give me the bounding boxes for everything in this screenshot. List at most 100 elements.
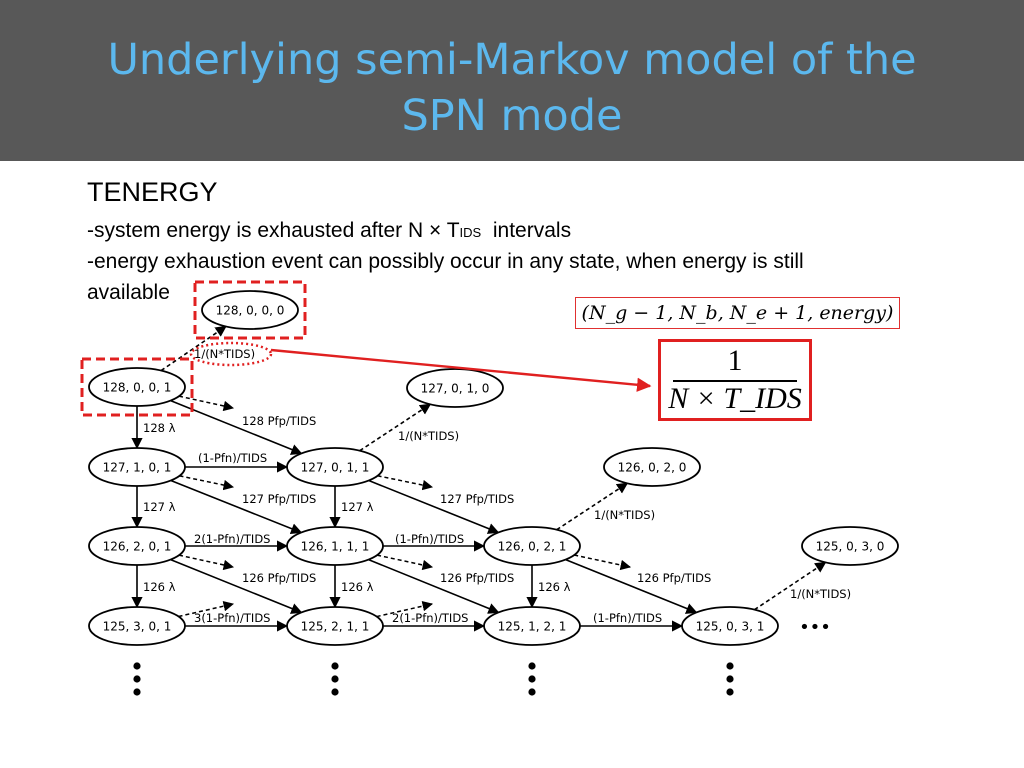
stub-125211 [376,600,434,618]
label-lambda-127-col1: 127 λ [143,500,176,514]
rate-fraction-box: 1 N × T_IDS [658,339,812,421]
stub-128001 [178,395,235,412]
slide-title-line-1: Underlying semi-Markov model of the [107,35,917,85]
label-pfp-127-col1: 127 Pfp/TIDS [242,492,316,506]
state-node-126-0-2-0: 126, 0, 2, 0 [603,447,701,487]
state-label: 125, 0, 3, 1 [696,620,765,634]
label-pfp-126-col2: 126 Pfp/TIDS [440,571,514,585]
state-ellipse [406,368,504,408]
transition-edges [131,325,827,632]
edge-pfp-126-col3 [565,558,698,614]
more-states-dot [528,662,536,670]
state-label: 126, 0, 2, 0 [618,461,687,475]
state-node-127-0-1-0: 127, 0, 1, 0 [406,368,504,408]
state-ellipse [286,526,384,566]
state-node-125-3-0-1: 125, 3, 0, 1 [88,606,186,646]
edge-pfp-127-col1 [170,479,303,534]
label-pfn3-125: 3(1-Pfn)/TIDS [194,611,270,625]
horizontal-ellipsis: ••• [799,617,831,638]
state-formula-box: (N_g − 1, N_b, N_e + 1, energy) [575,297,900,329]
edge-128001-to-128000 [160,325,227,372]
state-label: 127, 0, 1, 1 [301,461,370,475]
state-node-125-2-1-1: 125, 2, 1, 1 [286,606,384,646]
state-label: 125, 3, 0, 1 [103,620,172,634]
label-lambda-126-col1: 126 λ [143,580,176,594]
state-ellipse [201,290,299,330]
more-states-dot [331,688,339,696]
stub-125301 [178,600,235,618]
bullet-1-suffix: intervals [492,219,572,242]
more-states-dot [331,675,339,683]
bullet-exhaustion-event-cont: available [87,281,170,304]
state-ellipse [88,606,186,646]
stub-127011 [377,475,434,491]
state-node-126-0-2-1: 126, 0, 2, 1 [483,526,581,566]
label-pfp-127-col2: 127 Pfp/TIDS [440,492,514,506]
state-label: 127, 0, 1, 0 [421,382,490,396]
label-pfn2-125: 2(1-Pfn)/TIDS [392,611,468,625]
stub-127101 [179,475,235,491]
pointer-arrow [270,348,652,392]
edge-pfp-126-col2 [368,558,500,614]
slide-title: Underlying semi-Markov model of the SPN … [0,32,1024,144]
highlight-rate-ellipse [189,341,273,367]
transition-labels: 1/(N*TIDS)1/(N*TIDS)1/(N*TIDS)1/(N*TIDS)… [143,347,851,625]
diagram-extras: ••• [133,341,831,696]
bullet-energy-exhausted: -system energy is exhausted after N × TI… [87,219,571,243]
edge-pfp-127-col2 [368,479,500,534]
state-label: 126, 2, 0, 1 [103,540,172,554]
label-pfn-127: (1-Pfn)/TIDS [198,451,267,465]
state-ellipse [681,606,779,646]
more-states-dot [133,662,141,670]
slide-title-line-2: SPN mode [401,91,623,141]
state-ellipse [286,447,384,487]
more-states-dot [331,662,339,670]
state-node-127-1-0-1: 127, 1, 0, 1 [88,447,186,487]
label-pfp-126-col1: 126 Pfp/TIDS [242,571,316,585]
state-node-126-2-0-1: 126, 2, 0, 1 [88,526,186,566]
more-states-dot [133,688,141,696]
state-label: 126, 0, 2, 1 [498,540,567,554]
edge-125031-to-125030 [754,561,827,611]
more-states-dot [726,688,734,696]
label-pfp-126-col3: 126 Pfp/TIDS [637,571,711,585]
state-label: 127, 1, 0, 1 [103,461,172,475]
state-ellipse [801,526,899,566]
state-node-128-0-0-0: 128, 0, 0, 0 [193,280,307,340]
state-label: 128, 0, 0, 0 [216,304,285,318]
state-label: 128, 0, 0, 1 [103,381,172,395]
bullet-exhaustion-event: -energy exhaustion event can possibly oc… [87,250,804,273]
stub-126201 [178,554,235,571]
fraction-denominator: N × T_IDS [668,382,802,415]
state-ellipse [603,447,701,487]
state-node-125-0-3-0: 125, 0, 3, 0 [801,526,899,566]
state-node-125-1-2-1: 125, 1, 2, 1 [483,606,581,646]
more-states-dot [133,675,141,683]
state-label: 125, 2, 1, 1 [301,620,370,634]
label-inv-ntids-3: 1/(N*TIDS) [594,508,655,522]
title-bar: Underlying semi-Markov model of the SPN … [0,0,1024,161]
edge-126021-to-126020 [556,482,629,531]
label-lambda-126-col3: 126 λ [538,580,571,594]
stub-126021 [574,554,632,571]
state-nodes: 128, 0, 0, 0 128, 0, 0, 1 127, 0, 1, 0 127,… [80,280,899,646]
state-node-128-0-0-1: 128, 0, 0, 1 [80,357,194,417]
label-pfn-126: (1-Pfn)/TIDS [395,532,464,546]
state-node-125-0-3-1: 125, 0, 3, 1 [681,606,779,646]
state-ellipse [88,526,186,566]
bullet-1-subscript: IDS [459,225,482,240]
label-lambda-128: 128 λ [143,421,176,435]
state-node-126-1-1-1: 126, 1, 1, 1 [286,526,384,566]
label-pfp-128: 128 Pfp/TIDS [242,414,316,428]
state-ellipse [483,606,581,646]
more-states-dot [528,688,536,696]
stub-126111 [376,554,434,571]
bullet-1-text: -system energy is exhausted after N × T [87,219,460,242]
section-heading: TENERGY [87,177,218,207]
label-lambda-126-col2: 126 λ [341,580,374,594]
state-ellipse [88,367,186,407]
label-pfn-125: (1-Pfn)/TIDS [593,611,662,625]
more-states-dot [528,675,536,683]
label-inv-ntids-2: 1/(N*TIDS) [398,429,459,443]
state-label: 125, 1, 2, 1 [498,620,567,634]
